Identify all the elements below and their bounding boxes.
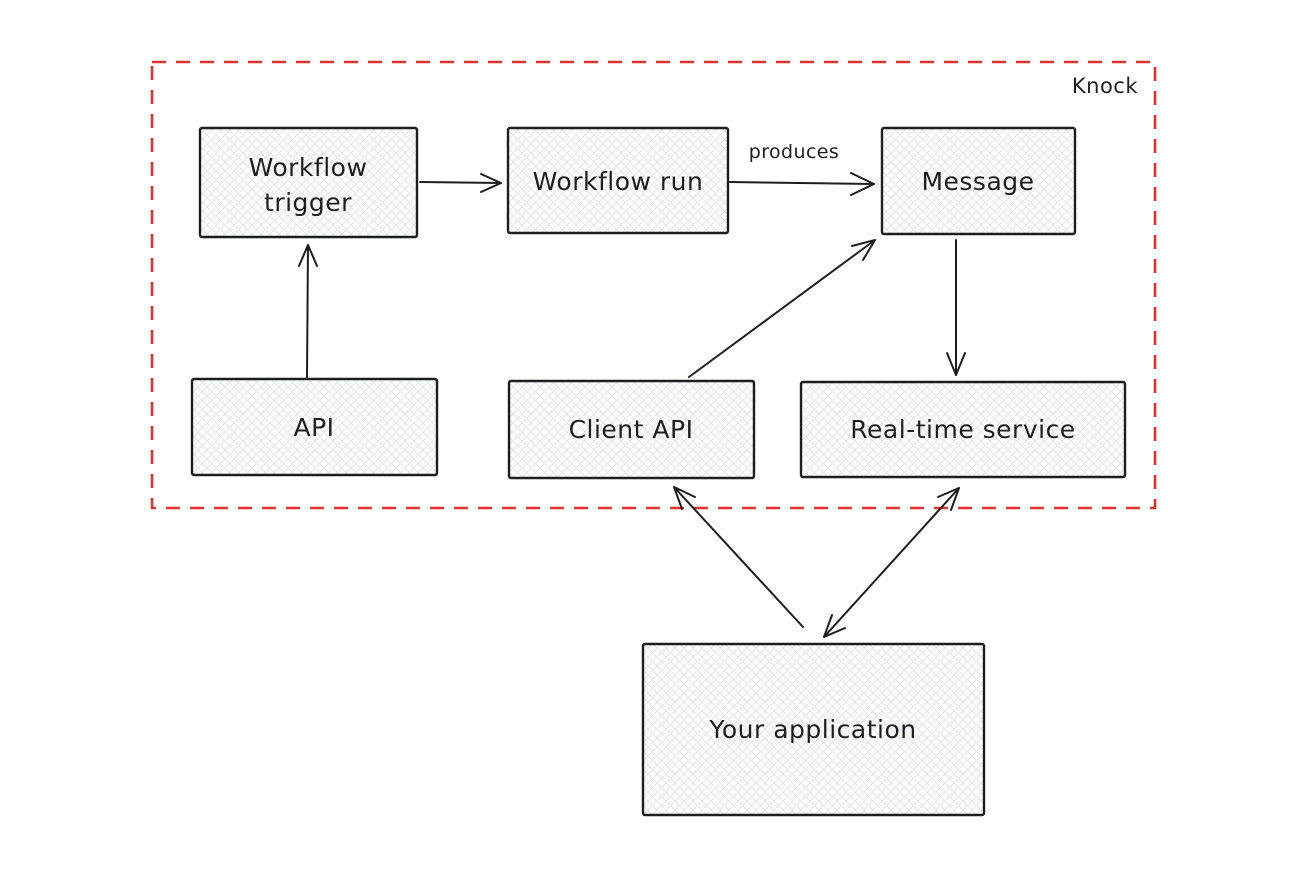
workflow-trigger-label-line2: trigger — [264, 188, 352, 217]
arrowhead-right-icon — [480, 173, 502, 193]
arrowhead-up-right-icon — [937, 487, 960, 511]
realtime-service-box — [799, 380, 1127, 479]
workflow-trigger-label-line1: Workflow — [249, 153, 368, 182]
arrow-line — [419, 181, 502, 184]
arrow-trigger-to-run — [419, 173, 502, 193]
workflow-trigger-box — [198, 126, 419, 239]
node-realtime-service: Real-time service — [799, 380, 1127, 479]
message-box — [880, 126, 1077, 236]
arrow-line — [688, 239, 876, 378]
your-application-box — [641, 642, 986, 817]
arrow-run-to-message: produces — [729, 141, 875, 196]
node-message: Message — [880, 126, 1077, 236]
arrow-app-to-realtime — [823, 487, 960, 638]
node-workflow-trigger: Workflow trigger — [198, 126, 419, 239]
api-label: API — [293, 413, 334, 442]
api-box — [190, 377, 439, 477]
node-your-application: Your application — [641, 642, 986, 817]
arrowhead-down-icon — [946, 352, 966, 376]
client-api-box — [507, 379, 756, 480]
produces-label: produces — [749, 141, 839, 163]
arrow-line — [673, 486, 804, 628]
knock-boundary-rect — [150, 60, 1157, 510]
workflow-run-box — [506, 126, 730, 235]
arrowhead-right-icon — [850, 172, 875, 196]
client-api-label: Client API — [569, 415, 694, 444]
knock-boundary: Knock — [150, 60, 1157, 510]
workflow-run-label: Workflow run — [533, 167, 704, 196]
arrowhead-up-left-icon — [673, 486, 696, 510]
arrow-line — [729, 181, 875, 185]
node-workflow-run: Workflow run — [506, 126, 730, 235]
node-api: API — [190, 377, 439, 477]
message-label: Message — [921, 167, 1034, 196]
node-client-api: Client API — [507, 379, 756, 480]
knock-boundary-label: Knock — [1072, 74, 1138, 98]
arrow-api-to-trigger — [298, 244, 318, 378]
arrowhead-down-left-icon — [823, 614, 846, 638]
arrow-message-to-realtime — [946, 239, 966, 376]
your-application-label: Your application — [708, 715, 916, 744]
arrow-app-to-client-api — [673, 486, 804, 628]
arrow-client-api-to-message — [688, 239, 876, 378]
arrowhead-up-right-icon — [851, 239, 876, 261]
realtime-service-label: Real-time service — [850, 415, 1075, 444]
arrow-line — [823, 487, 960, 638]
arrowhead-up-icon — [298, 244, 318, 267]
arrow-line — [306, 244, 309, 378]
